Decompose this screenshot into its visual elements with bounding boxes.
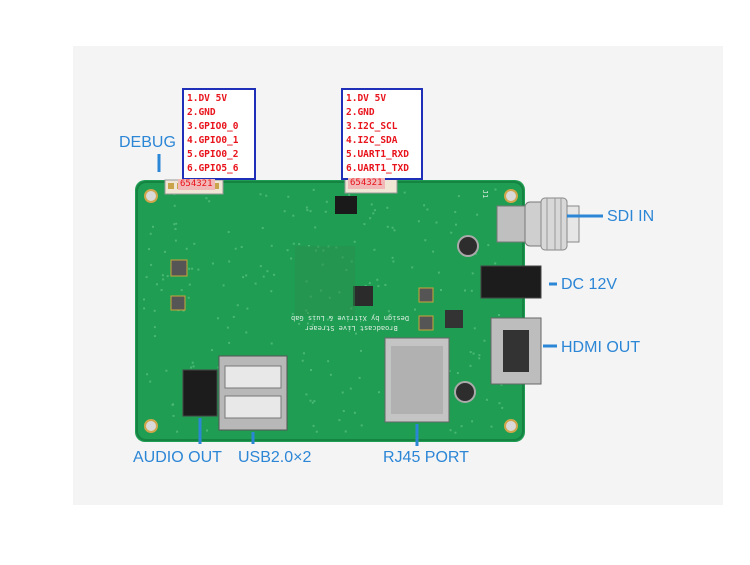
label-audio-out: AUDIO OUT <box>133 449 222 466</box>
uart-pin: 1.DV 5V <box>346 93 387 104</box>
dc-jack <box>480 265 542 299</box>
uart-pin: 5.UART1_RXD <box>346 149 409 160</box>
debug-pin: 4.GPIO0_1 <box>187 135 239 146</box>
audio-jack <box>182 369 218 417</box>
label-debug: DEBUG <box>119 134 176 151</box>
debug-pin: 1.DV 5V <box>187 93 228 104</box>
uart-pin: 3.I2C_SCL <box>346 121 398 132</box>
label-hdmi-out: HDMI OUT <box>561 339 641 356</box>
label-usb: USB2.0×2 <box>238 449 312 466</box>
silkscreen-text: Design by Xitrive & Luis Gab <box>291 314 410 322</box>
pcb-board-illustration <box>135 154 603 446</box>
sdi-bnc-connector <box>496 197 580 251</box>
label-rj45-port: RJ45 PORT <box>383 449 469 466</box>
uart-pin: 4.I2C_SDA <box>346 135 398 146</box>
label-dc-12v: DC 12V <box>561 276 618 293</box>
uart-pinout-box: 1.DV 5V 2.GND 3.I2C_SCL 4.I2C_SDA 5.UART… <box>341 88 423 180</box>
debug-header-numbers: 654321 <box>178 179 215 190</box>
uart-header-numbers: 654321 <box>348 178 385 189</box>
uart-pin: 6.UART1_TXD <box>346 163 409 174</box>
debug-pinout-box: 1.DV 5V 2.GND 3.GPIO0_0 4.GPIO0_1 5.GPIO… <box>182 88 256 180</box>
debug-pin: 3.GPIO0_0 <box>187 121 239 132</box>
label-sdi-in: SDI IN <box>607 208 655 225</box>
debug-pin: 2.GND <box>187 107 216 118</box>
debug-pin: 5.GPIO0_2 <box>187 149 239 160</box>
uart-pin: 2.GND <box>346 107 375 118</box>
debug-pin: 6.GPIO5_6 <box>187 163 239 174</box>
photo-background: 1.DV 5V 2.GND 3.GPIO0_0 4.GPIO0_1 5.GPIO… <box>73 46 723 505</box>
silkscreen-text: Broadcast Live Streaer <box>305 324 398 332</box>
silkscreen-j1: J1 <box>481 189 490 199</box>
